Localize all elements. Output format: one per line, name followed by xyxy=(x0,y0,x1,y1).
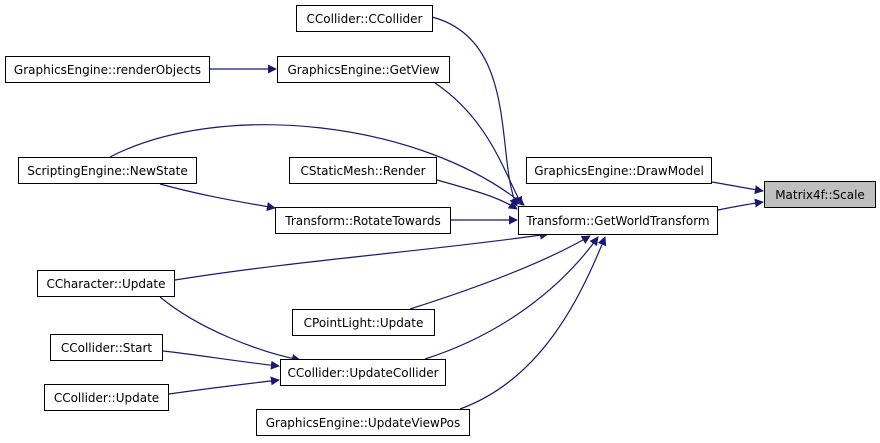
node-transform-getworldtransform[interactable]: Transform::GetWorldTransform xyxy=(518,206,718,235)
node-ccollider-update[interactable]: CCollider::Update xyxy=(44,384,169,411)
edge-character-update-to-update-collider xyxy=(159,296,301,363)
node-graphicsengine-getview[interactable]: GraphicsEngine::GetView xyxy=(277,56,450,83)
edge-static-mesh-render-to-get-world-transform xyxy=(436,179,518,210)
edge-ccollider-ctor-to-get-world-transform xyxy=(431,16,518,207)
edge-draw-model-to-scale xyxy=(711,181,764,195)
node-graphicsengine-renderobjects[interactable]: GraphicsEngine::renderObjects xyxy=(5,56,210,83)
node-cpointlight-update[interactable]: CPointLight::Update xyxy=(292,309,435,336)
node-graphicsengine-updateviewpos[interactable]: GraphicsEngine::UpdateViewPos xyxy=(256,409,470,436)
node-cstaticmesh-render[interactable]: CStaticMesh::Render xyxy=(289,157,437,184)
edge-point-light-update-to-get-world-transform xyxy=(409,235,591,310)
node-graphicsengine-drawmodel[interactable]: GraphicsEngine::DrawModel xyxy=(526,157,712,184)
node-ccharacter-update[interactable]: CCharacter::Update xyxy=(37,270,175,297)
node-matrix4f-scale: Matrix4f::Scale xyxy=(764,181,876,208)
node-ccollider-start[interactable]: CCollider::Start xyxy=(50,334,163,361)
edge-get-world-transform-to-scale xyxy=(717,198,764,211)
node-ccollider-ccollider[interactable]: CCollider::CCollider xyxy=(296,5,433,32)
edge-collider-update-to-update-collider xyxy=(168,376,280,395)
edge-new-state-to-rotate-towards xyxy=(159,183,276,212)
node-transform-rotatetowards[interactable]: Transform::RotateTowards xyxy=(275,207,451,234)
edge-new-state-to-get-world-transform xyxy=(109,124,525,206)
edge-character-update-to-get-world-transform xyxy=(174,230,549,281)
edge-update-collider-to-get-world-transform xyxy=(424,236,599,360)
node-scriptingengine-newstate[interactable]: ScriptingEngine::NewState xyxy=(18,157,197,184)
node-ccollider-updatecollider[interactable]: CCollider::UpdateCollider xyxy=(280,359,446,386)
edge-get-view-to-get-world-transform xyxy=(434,82,523,206)
edge-update-view-pos-to-get-world-transform xyxy=(459,236,607,410)
edge-collider-start-to-update-collider xyxy=(162,350,280,370)
